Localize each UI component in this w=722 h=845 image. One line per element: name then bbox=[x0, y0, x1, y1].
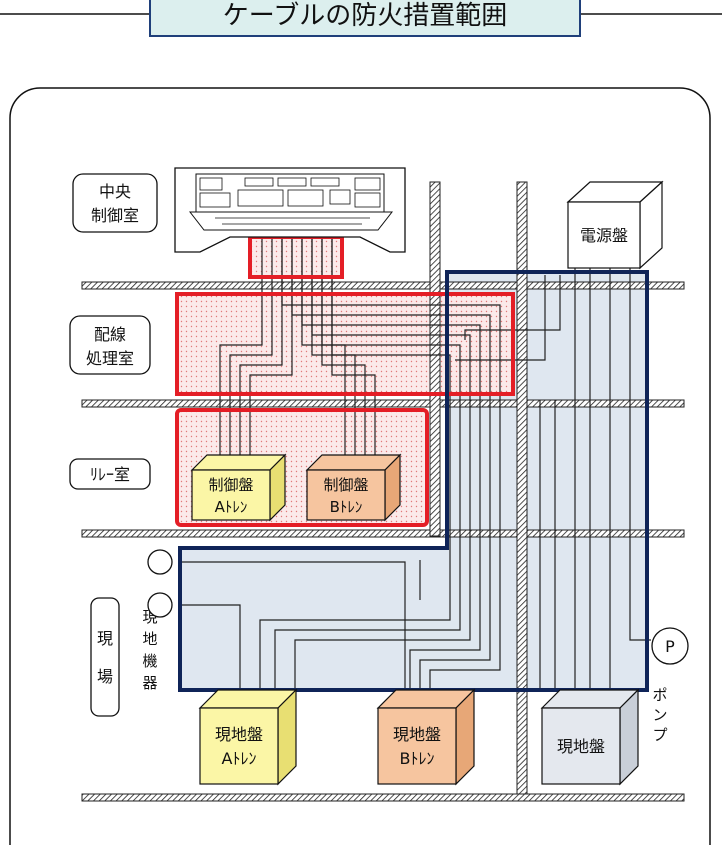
red-zone-wiring-room bbox=[175, 292, 515, 396]
local-panel-a bbox=[198, 688, 298, 786]
field-device-circle-1 bbox=[147, 549, 173, 575]
title-box bbox=[149, 0, 581, 37]
local-panel-a-label-1: 現地盤 bbox=[215, 725, 263, 744]
control-panel-a-label-2: Aﾄﾚﾝ bbox=[215, 498, 248, 516]
field-devices-char-3: 機 bbox=[142, 652, 157, 670]
pump-label-2: ン bbox=[652, 706, 667, 724]
field-label-2: 場 bbox=[97, 667, 113, 686]
wall-2 bbox=[516, 181, 528, 795]
field-label-1: 現 bbox=[97, 629, 113, 648]
red-zone-relay-room bbox=[175, 408, 429, 527]
floor-3 bbox=[81, 529, 685, 538]
pump-icon bbox=[651, 627, 689, 665]
pump-label-1: ポ bbox=[652, 686, 667, 704]
control-panel-a bbox=[190, 453, 287, 522]
pump-symbol: P bbox=[665, 637, 675, 656]
control-panel-b-label-2: Bﾄﾚﾝ bbox=[330, 498, 363, 516]
local-panel-b-label-1: 現地盤 bbox=[393, 725, 441, 744]
blue-zone-outline bbox=[178, 270, 649, 692]
wall-1 bbox=[429, 181, 441, 537]
relay-room-label: ﾘﾚｰ室 bbox=[90, 465, 130, 484]
field-label-box bbox=[90, 597, 120, 717]
floor-4 bbox=[81, 793, 685, 802]
power-panel-label: 電源盤 bbox=[580, 226, 628, 245]
central-room-label-1: 中央 bbox=[99, 182, 131, 201]
local-panel-label: 現地盤 bbox=[557, 737, 605, 756]
power-panel bbox=[566, 180, 664, 270]
control-panel-b bbox=[305, 453, 402, 522]
cables-to-field bbox=[180, 238, 501, 690]
floor-1 bbox=[81, 281, 685, 290]
blue-zone-fill bbox=[180, 272, 647, 690]
floor-2 bbox=[81, 399, 685, 408]
relay-room-label-box bbox=[69, 458, 151, 490]
control-console bbox=[174, 167, 406, 253]
field-devices-char-4: 器 bbox=[142, 674, 157, 692]
central-room-label-2: 制御室 bbox=[91, 206, 139, 225]
wiring-room-label-1: 配線 bbox=[94, 325, 126, 344]
pump-label-3: プ bbox=[652, 726, 667, 744]
red-zone-cable-fill bbox=[250, 237, 342, 277]
central-room-label-box bbox=[72, 173, 158, 233]
title-text: ケーブルの防火措置範囲 bbox=[223, 1, 507, 31]
wiring-room-label-box bbox=[69, 315, 151, 375]
local-panel bbox=[540, 688, 640, 786]
control-panel-a-label-1: 制御盤 bbox=[208, 476, 253, 494]
local-panel-b-label-2: Bﾄﾚﾝ bbox=[400, 749, 435, 768]
local-panel-a-label-2: Aﾄﾚﾝ bbox=[222, 749, 257, 768]
local-panel-b bbox=[376, 688, 476, 786]
field-device-circle-2 bbox=[147, 592, 173, 618]
wiring-room-label-2: 処理室 bbox=[86, 349, 134, 368]
control-panel-b-label-1: 制御盤 bbox=[323, 476, 368, 494]
field-devices-char-2: 地 bbox=[142, 630, 157, 648]
